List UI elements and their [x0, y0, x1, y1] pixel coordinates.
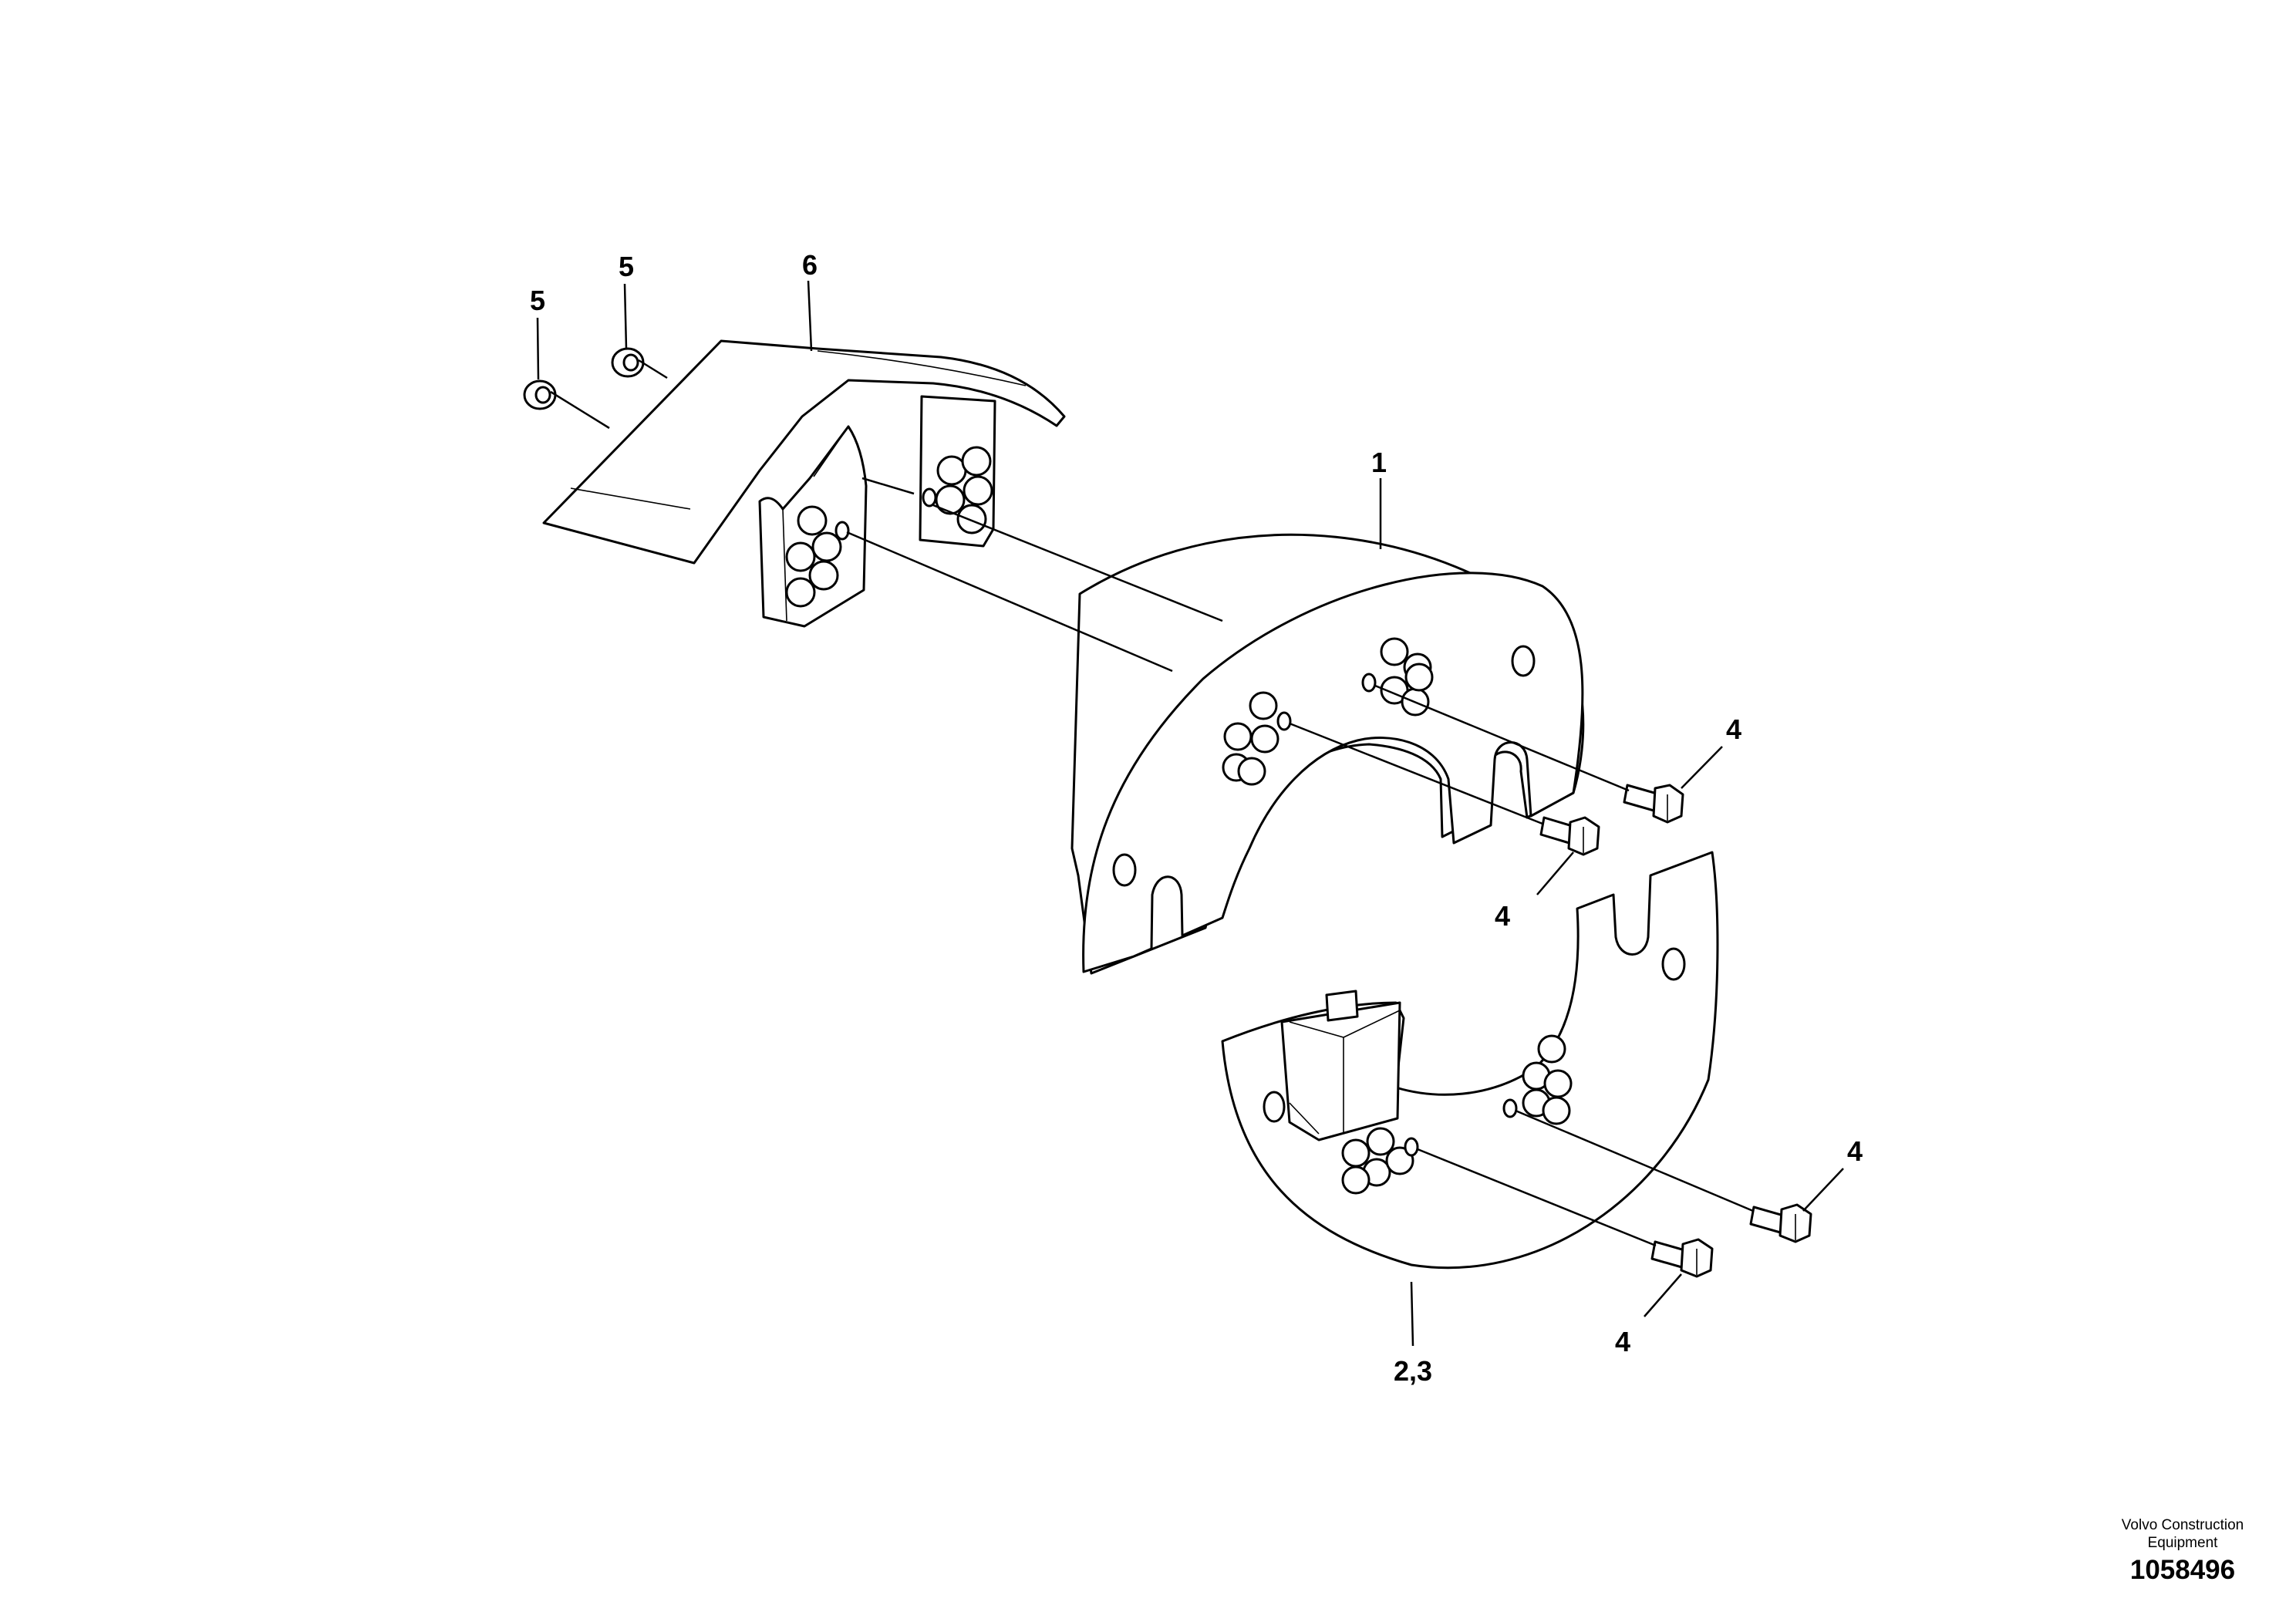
bracket-hole [956, 504, 987, 534]
bracket-hole [785, 577, 816, 608]
part-4-bolt-d [1650, 1238, 1714, 1278]
bolt-pattern-hole [1537, 1034, 1566, 1064]
bracket-hole [963, 475, 993, 506]
bolt-hole [1502, 1098, 1518, 1118]
callout-4: 4 [1847, 1135, 1863, 1167]
bolt-hole [834, 521, 850, 541]
bolt-pattern-hole [1543, 1069, 1573, 1098]
bolt-pattern-hole [1380, 637, 1409, 666]
bracket-hole [935, 484, 966, 515]
bolt-pattern-hole [1366, 1127, 1395, 1156]
part-5-washer-a [523, 379, 557, 410]
part-2-3-lower-shield [1221, 851, 1719, 1270]
callout-4: 4 [1726, 713, 1741, 745]
mount-hole [1112, 853, 1137, 887]
part-4-bolt-c [1749, 1203, 1812, 1243]
callout-1: 1 [1371, 447, 1387, 478]
bolt-pattern-hole [1542, 1096, 1571, 1125]
company-name-line1: Volvo Construction [2121, 1517, 2244, 1533]
document-number: 1058496 [2129, 1555, 2236, 1585]
bolt-hole [922, 487, 937, 508]
part-1-upper-shield [1070, 533, 1585, 975]
bracket-hole [808, 560, 839, 591]
mount-hole [1511, 645, 1536, 677]
callout-6: 6 [802, 249, 818, 281]
callout-2-3: 2,3 [1394, 1355, 1432, 1387]
bolt-pattern-hole [1223, 722, 1253, 751]
bracket-hole [785, 541, 816, 572]
callout-4: 4 [1495, 900, 1510, 932]
callout-4: 4 [1615, 1326, 1630, 1357]
assembly-lines [550, 359, 1754, 1247]
bolt-pattern-hole [1237, 757, 1266, 786]
part-4-bolt-b [1539, 816, 1600, 856]
mount-hole [1263, 1091, 1286, 1123]
callout-5: 5 [619, 251, 634, 282]
bolt-pattern-hole [1385, 1146, 1414, 1175]
bolt-pattern-hole [1249, 691, 1278, 720]
bracket-hole [961, 446, 992, 477]
bolt-hole [1404, 1137, 1419, 1157]
bolt-hole [1361, 673, 1377, 693]
mount-hole [1661, 947, 1686, 981]
bolt-pattern-hole [1404, 663, 1434, 692]
callout-5: 5 [530, 285, 545, 316]
part-5-washer-b [611, 347, 645, 378]
company-name-line2: Equipment [2147, 1535, 2218, 1551]
bolt-pattern-hole [1341, 1165, 1371, 1195]
part-6-cover [542, 339, 1066, 628]
part-4-bolt-a [1623, 784, 1684, 824]
bracket-hole [797, 505, 828, 536]
bolt-hole [1276, 711, 1292, 731]
callout-labels: 6 5 5 1 4 4 4 4 2,3 [530, 249, 1863, 1387]
bolt-pattern-hole [1250, 724, 1279, 754]
drawing-footer: Volvo Construction Equipment 1058496 [2082, 1516, 2283, 1587]
callout-leaders [536, 280, 1844, 1347]
bracket-hole [811, 531, 842, 562]
bolt-pattern-hole [1341, 1138, 1371, 1168]
